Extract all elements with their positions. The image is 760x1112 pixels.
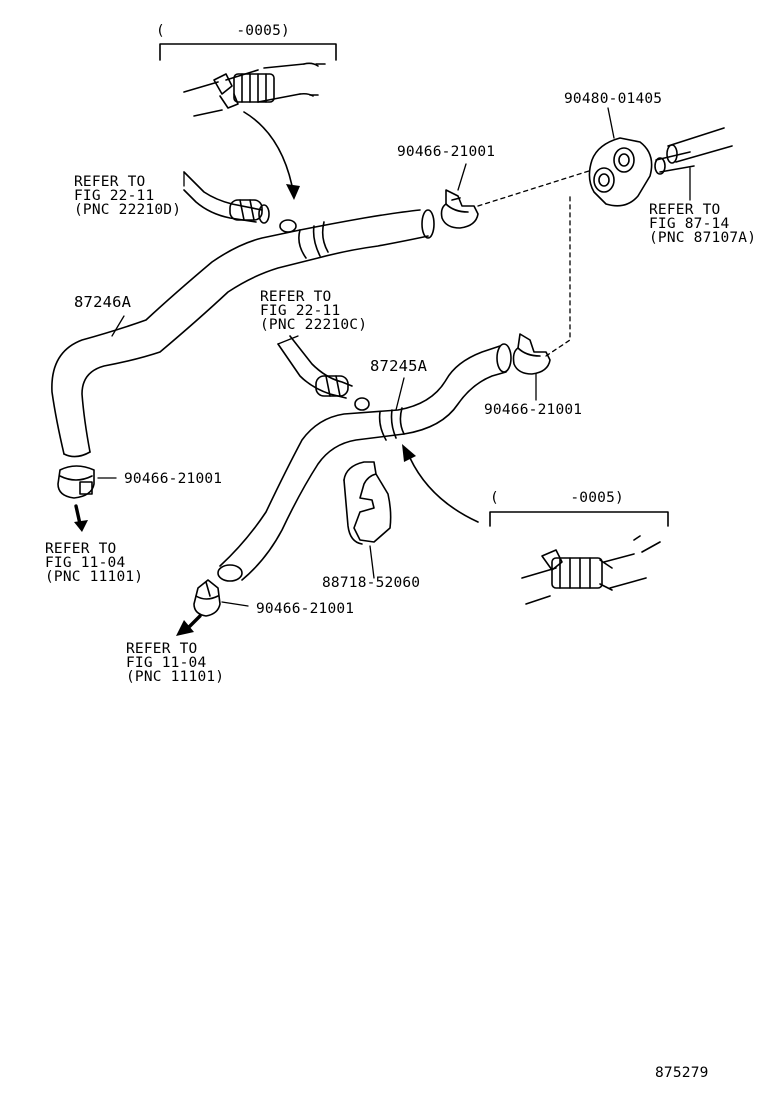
refer-11101a-line3: (PNC 11101)	[45, 569, 144, 585]
inset-top-hose-detail	[183, 62, 326, 117]
inset-right-bracket	[489, 511, 669, 527]
inset-right-arrow	[409, 457, 479, 523]
clamp-right-shape	[512, 333, 551, 375]
refer-11101b-line2: FIG 11-04	[126, 655, 207, 671]
refer-87107a-line2: FIG 87-14	[649, 216, 730, 232]
part-label-clip[interactable]: 88718-52060	[322, 575, 421, 591]
refer-22210d-line2: FIG 22-11	[74, 188, 155, 204]
clamp-bottom-shape	[193, 579, 221, 617]
clamp-left-shape	[57, 465, 95, 499]
leader-lines	[97, 107, 691, 607]
part-label-clamp-left[interactable]: 90466-21001	[124, 471, 223, 487]
grommet-90480	[588, 137, 653, 207]
part-label-hose-lower[interactable]: 87245A	[370, 357, 428, 375]
clip-88718	[343, 461, 392, 545]
inset-top-bracket	[159, 43, 337, 61]
refer-87107a-line3: (PNC 87107A)	[649, 230, 757, 246]
refer-arrowhead-left-shape	[74, 520, 88, 532]
part-label-clamp-right[interactable]: 90466-21001	[484, 402, 583, 418]
inset-top-range-label: ( -0005)	[156, 23, 290, 39]
refer-22210c-line3: (PNC 22210C)	[260, 317, 368, 333]
refer-11101a-line1: REFER TO	[45, 541, 117, 557]
inset-top-arrow	[243, 111, 295, 197]
part-label-clamp-top[interactable]: 90466-21001	[397, 144, 496, 160]
hose-87246a	[51, 209, 435, 458]
inset-right-range-label: ( -0005)	[490, 490, 624, 506]
refer-22210d-line1: REFER TO	[74, 174, 146, 190]
inset-right-arrowhead-shape	[402, 444, 416, 462]
part-label-grommet[interactable]: 90480-01405	[564, 91, 663, 107]
dashed-connections	[477, 169, 593, 357]
refer-22210c-line1: REFER TO	[260, 289, 332, 305]
refer-11101b-line1: REFER TO	[126, 641, 198, 657]
refer-arrow-bottom	[186, 614, 202, 630]
hose-87245a	[217, 343, 512, 582]
hose-fitting-22210c	[277, 335, 370, 411]
part-label-clamp-bottom[interactable]: 90466-21001	[256, 601, 355, 617]
refer-11101a-line2: FIG 11-04	[45, 555, 126, 571]
inset-top-arrowhead-shape	[286, 184, 300, 200]
refer-arrowhead-bottom-shape	[176, 620, 194, 636]
refer-11101b-line3: (PNC 11101)	[126, 669, 225, 685]
pipe-fitting-87107a	[654, 127, 733, 175]
clamp-top-shape	[440, 189, 479, 229]
inset-right-hose-detail	[521, 535, 661, 605]
figure-number: 875279	[655, 1065, 709, 1081]
refer-22210d-line3: (PNC 22210D)	[74, 202, 182, 218]
refer-22210c-line2: FIG 22-11	[260, 303, 341, 319]
hose-fitting-22210d	[183, 171, 297, 233]
part-label-hose-upper[interactable]: 87246A	[74, 293, 132, 311]
refer-87107a-line1: REFER TO	[649, 202, 721, 218]
refer-arrow-left	[74, 504, 82, 526]
